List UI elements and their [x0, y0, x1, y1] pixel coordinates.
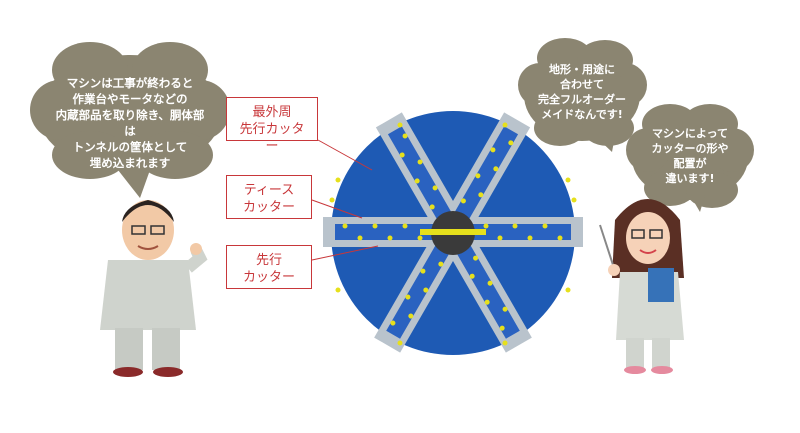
woman-figure	[599, 199, 684, 374]
label-lead-cutter: 先行 カッター	[226, 245, 312, 289]
left-speech-bubble	[30, 42, 230, 198]
label-outer-lead-cutter: 最外周 先行カッター	[226, 97, 318, 154]
left-speech-text: マシンは工事が終わると 作業台やモータなどの 内蔵部品を取り除き、胴体部は トン…	[55, 76, 205, 170]
leader-lines	[311, 139, 379, 261]
right-top-speech-text: 地形・用途に 合わせて 完全フルオーダー メイドなんです!	[538, 63, 626, 121]
right-bottom-speech-text: マシンによって カッターの形や 配置が 違います!	[651, 127, 729, 185]
cutter-teeth	[329, 122, 577, 346]
right-top-speech-bubble	[518, 38, 647, 152]
man-figure	[100, 200, 208, 377]
right-bottom-speech-bubble	[626, 104, 754, 212]
cutter-disc	[323, 111, 583, 355]
label-teeth-cutter: ティース カッター	[226, 175, 312, 219]
